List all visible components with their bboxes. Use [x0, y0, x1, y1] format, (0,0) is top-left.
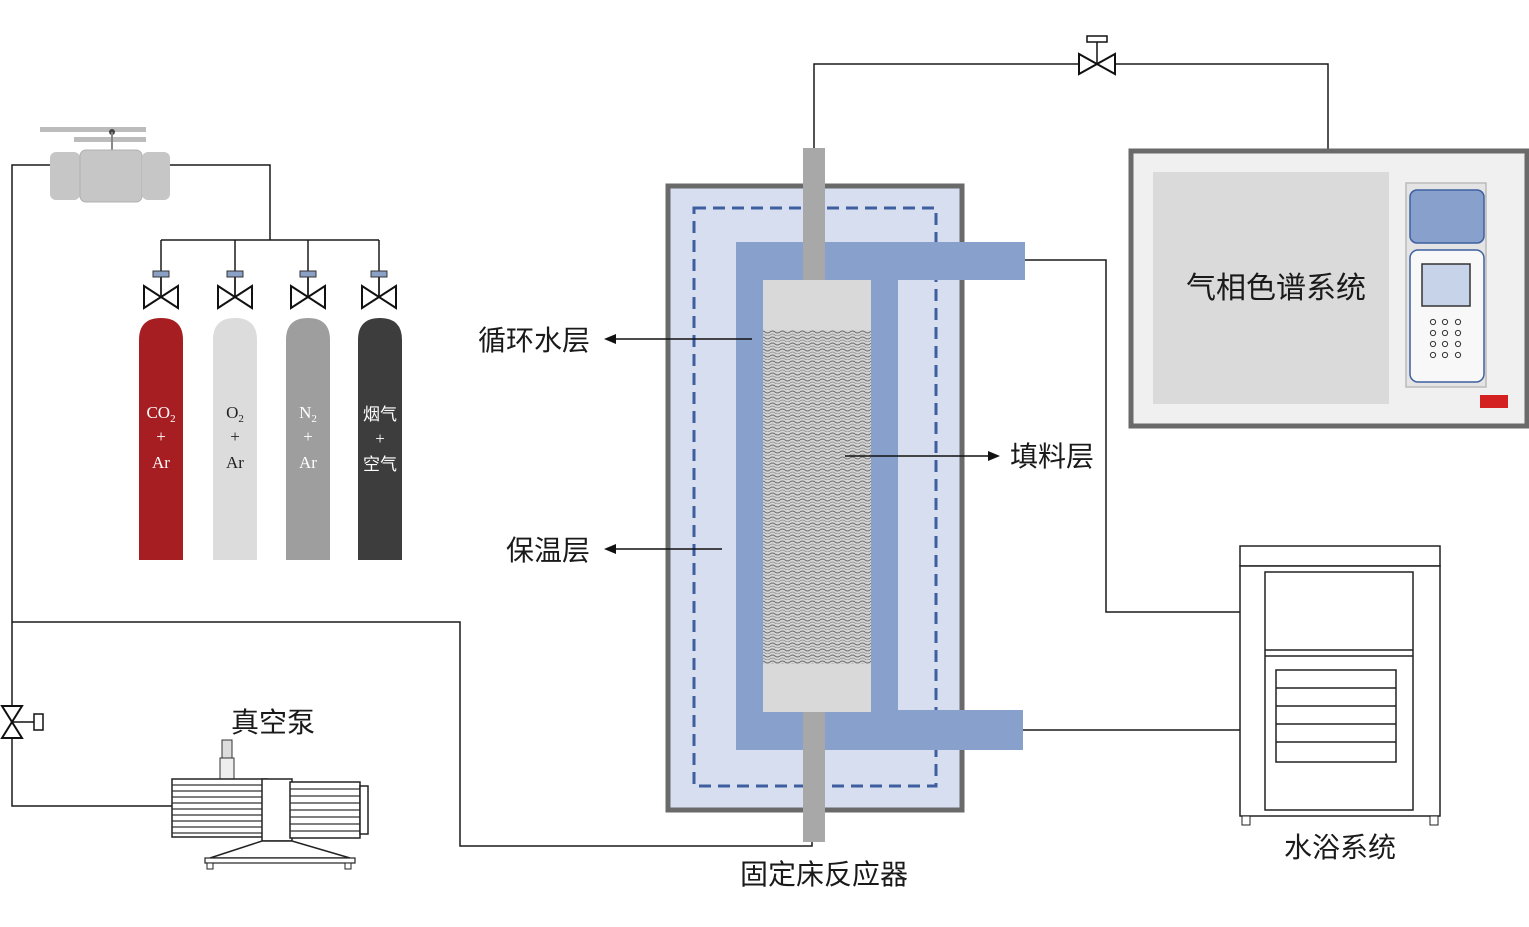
gc-top-module [1409, 189, 1485, 244]
vent-grille [1275, 669, 1397, 763]
reactor-annotations [604, 334, 1000, 554]
cylinder-label-line3: 空气 [363, 455, 397, 474]
cylinder-label-line1: CO2 [146, 403, 175, 425]
gas-cylinder-n2: N2 + Ar [286, 318, 330, 560]
cylinder-label-line3: Ar [299, 453, 317, 472]
side-valve-icon [0, 705, 44, 739]
gas-piping [11, 164, 813, 847]
gc-screen [1421, 263, 1471, 307]
gas-cylinder-o2: O2 + Ar [213, 318, 257, 560]
label-insulation-layer: 保温层 [506, 534, 590, 567]
gc-keypad-icon [1429, 318, 1462, 359]
cylinder-label-line3: Ar [226, 453, 244, 472]
gas-cylinder-co2: CO2 + Ar [139, 318, 183, 560]
gas-cylinder-flue-gas: 烟气 + 空气 [358, 318, 402, 560]
label-reactor: 固定床反应器 [740, 858, 908, 891]
cylinder-label-line1: 烟气 [363, 405, 397, 424]
label-gc-system: 气相色谱系统 [1186, 271, 1366, 306]
pressure-regulator-icon [40, 127, 170, 203]
valve-icon [361, 270, 397, 310]
cylinder-label-line3: Ar [152, 453, 170, 472]
cylinder-label-line2: + [375, 429, 385, 448]
gc-panel [1153, 172, 1389, 404]
fixed-bed-reactor [665, 148, 1025, 842]
bottom-pipe [803, 712, 825, 842]
label-vacuum-pump: 真空泵 [231, 706, 315, 739]
cylinder-label-line2: + [230, 427, 240, 446]
vacuum-pump-icon [171, 739, 369, 870]
needle-valve-icon [1078, 35, 1116, 76]
cylinder-label-line2: + [156, 427, 166, 446]
label-packing-layer: 填料层 [1010, 440, 1094, 473]
gc-piping [813, 35, 1329, 150]
label-circulating-water-layer: 循环水层 [478, 324, 590, 357]
cylinder-label-line1: N2 [299, 403, 317, 425]
top-pipe [803, 148, 825, 280]
gc-system [1128, 148, 1529, 429]
cylinder-valves [143, 270, 397, 310]
valve-icon [217, 270, 253, 310]
gas-cylinders: CO2 + Ar O2 + Ar N2 + Ar 烟气 + 空气 [139, 318, 402, 560]
gc-indicator-light [1480, 395, 1508, 408]
valve-icon [290, 270, 326, 310]
cylinder-label-line1: O2 [226, 403, 244, 425]
water-bath [1239, 545, 1441, 826]
packing-bed [763, 330, 871, 664]
cylinder-label-line2: + [303, 427, 313, 446]
water-bath-piping [1023, 259, 1240, 731]
label-water-bath: 水浴系统 [1284, 831, 1396, 864]
valve-icon [143, 270, 179, 310]
